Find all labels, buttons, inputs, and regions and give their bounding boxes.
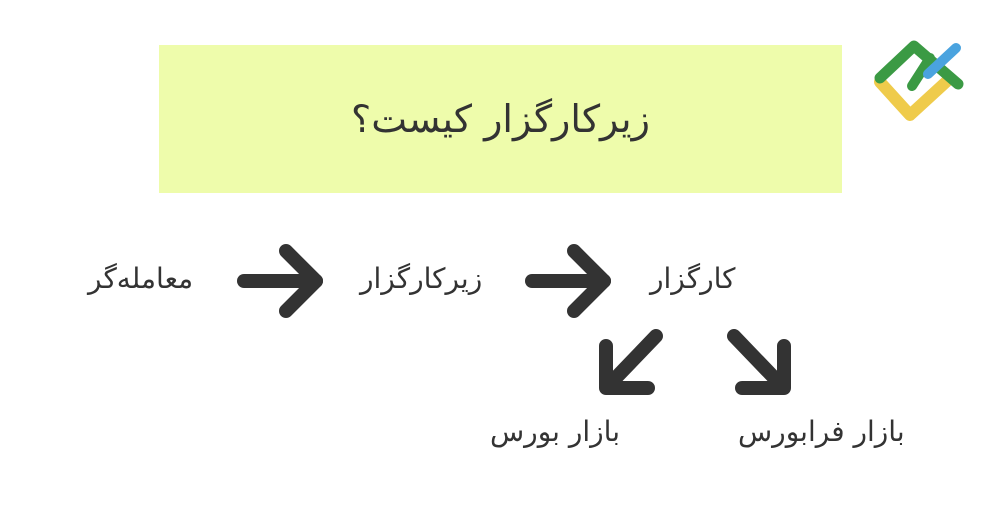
arrow-down-left-icon <box>599 329 663 395</box>
node-broker: کارگزار <box>650 262 736 295</box>
node-trader: معامله‌گر <box>88 262 194 295</box>
brand-logo <box>874 40 964 121</box>
diagram-title: زیرکارگزار کیست؟ <box>351 97 650 141</box>
node-otc-market: بازار فرابورس <box>738 415 905 448</box>
title-banner: زیرکارگزار کیست؟ <box>159 45 842 193</box>
arrow-right-icon <box>237 244 323 318</box>
node-stock-exchange: بازار بورس <box>490 415 621 448</box>
arrow-right-icon <box>525 244 611 318</box>
arrow-down-right-icon <box>727 329 791 395</box>
node-sub-broker: زیرکارگزار <box>360 262 483 295</box>
